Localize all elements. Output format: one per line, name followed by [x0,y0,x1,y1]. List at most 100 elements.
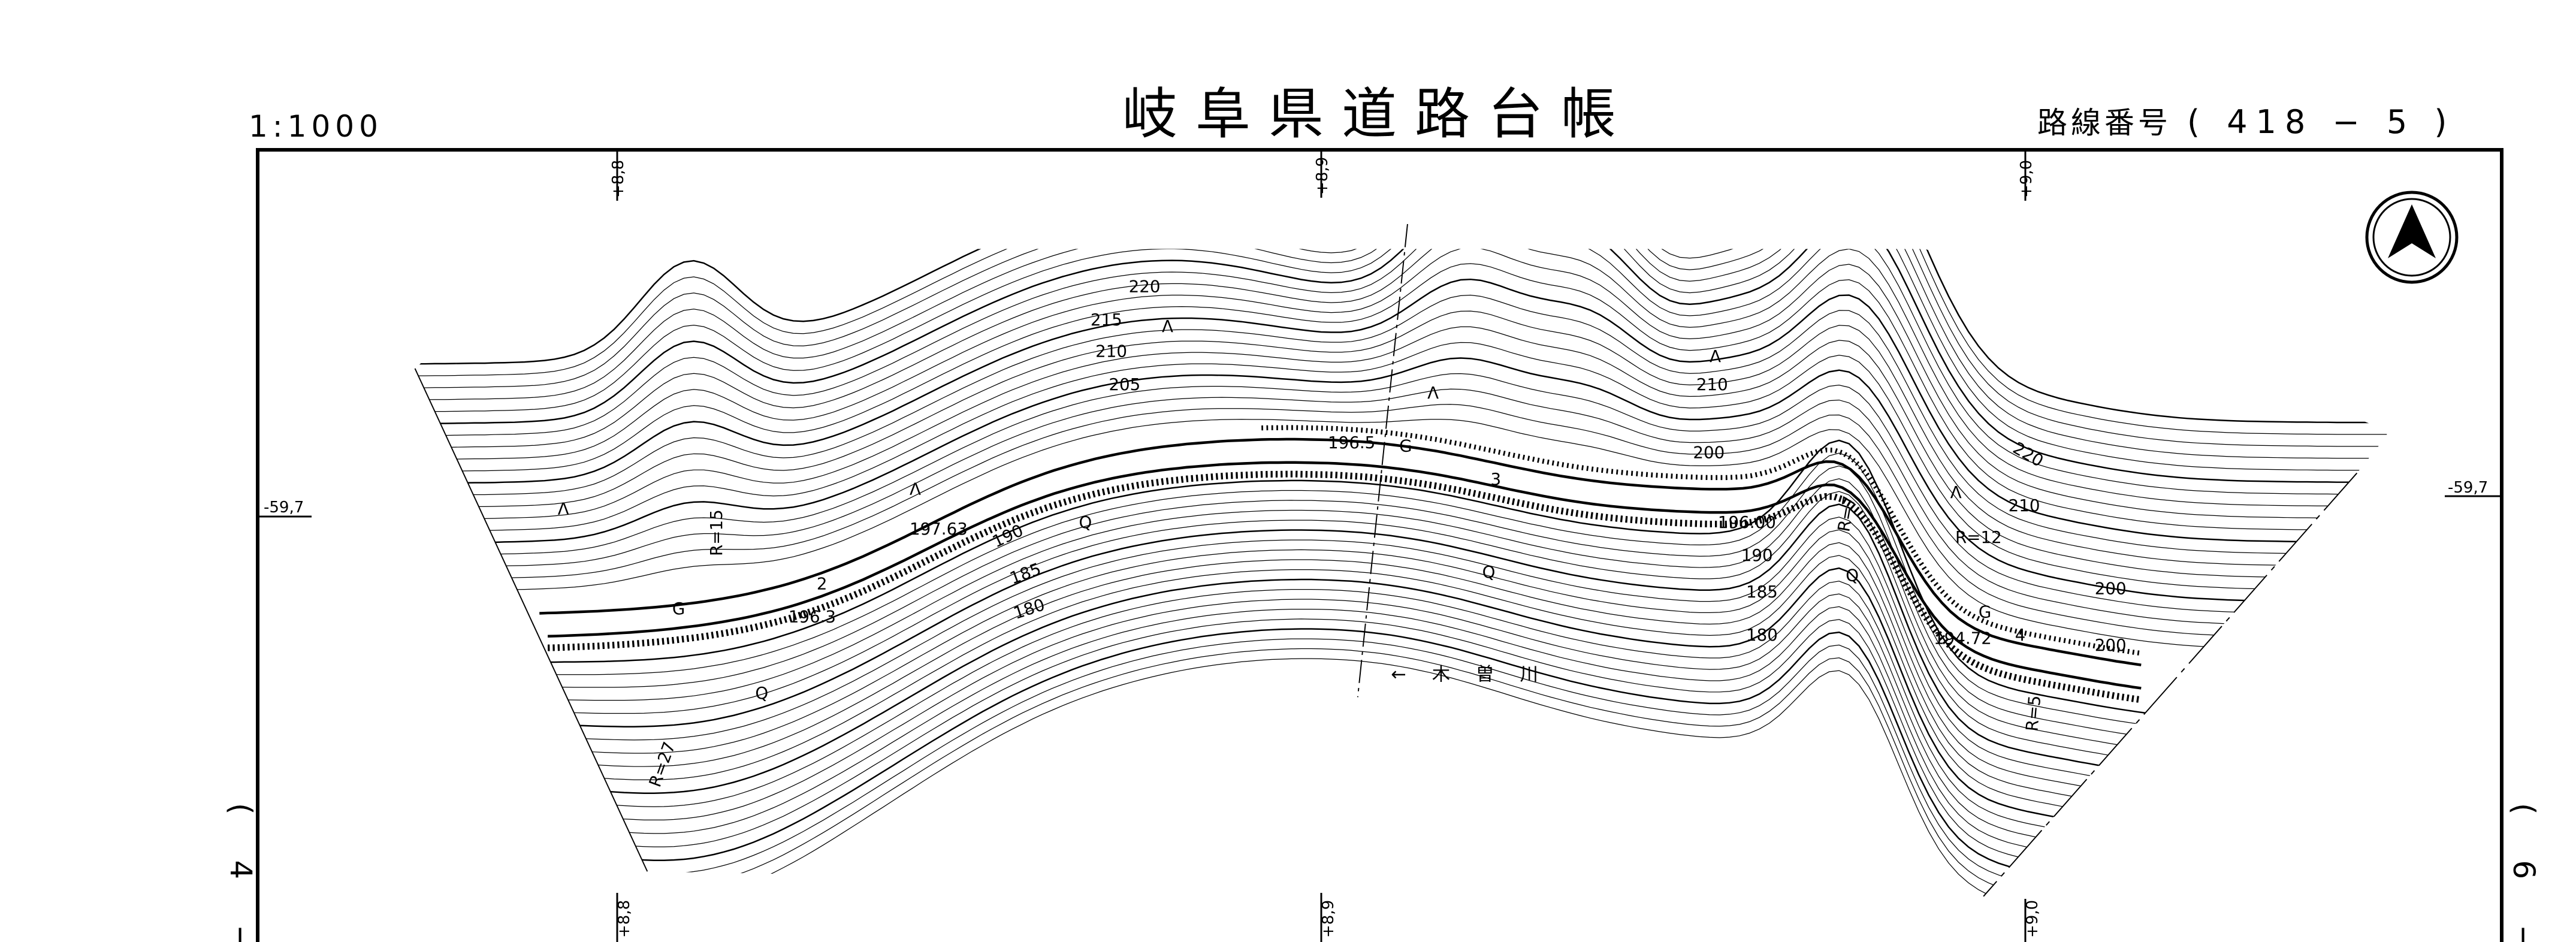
contour-line [415,294,2387,554]
grid-tick-label: +9,0 [2024,900,2042,938]
map-symbol: 2 [817,573,828,593]
contour-line [415,593,2387,865]
contour-line [415,249,2387,459]
contour-line [415,249,2387,424]
map-boundary-right [1983,472,2358,897]
map-boundary-left [414,368,648,872]
map-symbol: G [1979,602,1991,621]
map-symbol: Q [1079,512,1092,532]
contour-line [415,478,2387,758]
contour-line [415,249,2387,483]
map-symbol: Λ [910,479,921,499]
contour-line [415,517,2387,793]
contour-line [415,263,2387,531]
contour-line [415,388,2387,626]
contour-line [415,419,2387,650]
map-symbol: Q [755,683,768,703]
topographic-map: 220 215 210 205 200 190 185 180 210 200 … [414,224,2387,897]
grid-tick-label: +8,9 [1313,157,1331,195]
contour-line [415,249,2387,471]
contour-label: 180 [1011,594,1047,623]
contour-line [415,491,2387,769]
contour-label: 215 [1091,310,1122,330]
contour-label: 210 [1095,342,1127,361]
curve-radius: R=5 [2022,695,2045,732]
map-symbol: Q [1846,565,1859,585]
elevation-label: 196.00 [1718,512,1776,532]
grid-ticks-side: -59,7 -59,7 ( 4 − ( 6 − [224,479,2541,942]
grid-tick-label: +8,9 [1319,900,1337,938]
contour-line [415,658,2387,896]
contour-line [415,310,2387,566]
section-line [1357,224,1408,698]
stone-slope [547,470,2142,704]
contour-line [415,503,2387,782]
north-arrow-icon [2365,191,2459,284]
sheet-title: 岐阜県道路台帳 [1122,82,1634,146]
map-frame [256,148,2503,942]
elevation-label: 197.63 [910,519,968,539]
road-edge-lower [548,461,2142,690]
contour-line [415,618,2387,889]
elevation-label: 194.72 [1934,629,1992,648]
contour-line [415,529,2387,805]
contour-line [415,648,2387,896]
map-symbol: Q [1482,562,1496,582]
contour-label: 210 [1696,375,1728,394]
map-symbol: 3 [1490,469,1501,489]
map-symbol: Λ [558,499,569,519]
contour-line [415,249,2387,507]
grid-y-label-left: -59,7 [264,499,304,517]
curve-radius: R=27 [645,739,680,789]
contour-line [415,465,2387,746]
contour-label: 190 [989,520,1026,551]
grid-tick-label: +8,8 [609,160,627,198]
curve-radius: R=15 [706,509,726,556]
map-symbol: 4 [2015,625,2026,645]
map-symbol: G [672,599,685,618]
map-symbol: G [1399,436,1412,455]
river-label-kiso: ← 木 曽 川 [1391,665,1548,686]
map-symbol: Λ [1162,316,1173,336]
contour-line [415,249,2387,495]
contour-label: 200 [1693,443,1725,463]
grid-tick-label: +9,0 [2018,160,2036,198]
grid-tick-label: +8,8 [615,900,633,938]
contour-label: 180 [1746,625,1778,645]
contour-line [415,404,2387,638]
contour-line [415,373,2387,614]
contour-line [415,452,2387,734]
grid-y-label-right: -59,7 [2448,479,2488,497]
contour-label: 220 [1129,277,1161,297]
retaining-wall [1261,425,2142,656]
left-sheet-number: ( 4 − [224,803,258,942]
route-number: ( 418 − 5 ) [2187,103,2455,141]
contour-line [415,439,2387,722]
contour-line [415,278,2387,543]
curve-radius: R=12 [1955,527,2002,547]
contour-line [415,555,2387,829]
contour-line [415,249,2387,447]
map-symbol: Λ [1710,346,1721,366]
contour-line [415,249,2387,519]
scale-label: 1:1000 [249,109,383,144]
grid-ticks-bottom: +8,8 +8,9 +9,0 [615,893,2042,942]
contour-line [415,249,2387,435]
road-edge-upper [539,437,2142,666]
contour-line [415,606,2387,877]
contour-line [415,326,2387,578]
elevation-label: 196.3 [789,607,836,627]
contour-label: 190 [1741,545,1773,565]
contour-line [415,542,2387,817]
map-symbol: Λ [1427,383,1439,403]
route-label: 路線番号 [2037,105,2172,140]
contour-line [415,342,2387,590]
contour-label: 200 [2095,579,2127,599]
map-symbol: Λ [1950,482,1962,502]
contour-label: 185 [1746,582,1778,602]
contour-line [415,581,2387,853]
contour-label: 200 [2095,635,2127,655]
elevation-label: 196.5 [1328,433,1375,452]
contour-line [415,357,2387,603]
